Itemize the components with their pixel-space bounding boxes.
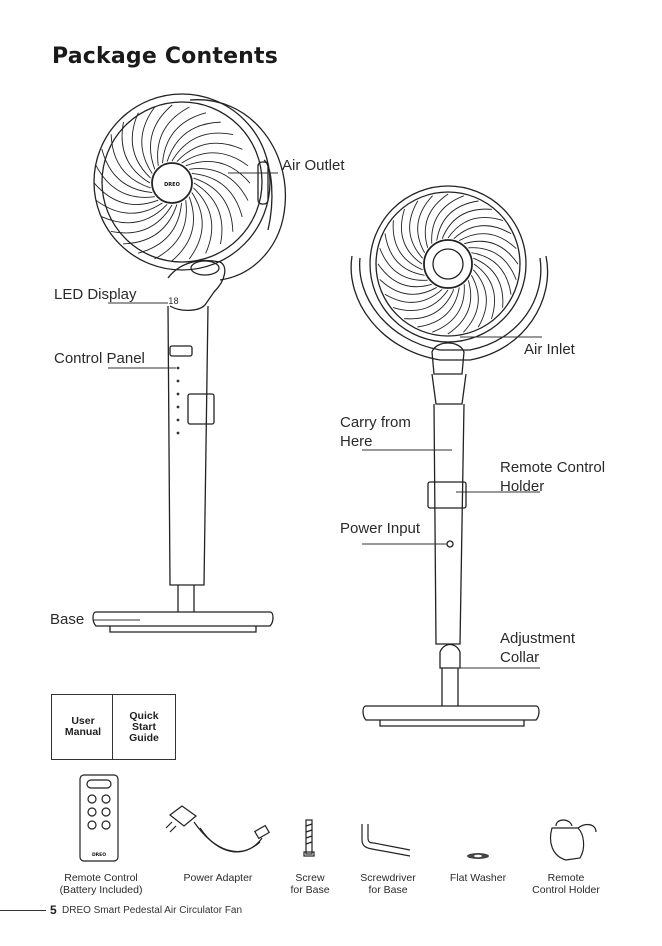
fan-blade-line	[473, 263, 495, 319]
led-display-label: LED Display	[54, 286, 137, 303]
page-title: Package Contents	[52, 44, 279, 69]
remote-logo: DREO	[92, 852, 106, 858]
fan-blade-line	[157, 106, 190, 166]
fan-blade-line	[447, 280, 472, 335]
fan-blade-line	[384, 289, 443, 303]
fan-blade-line	[417, 195, 433, 253]
fan-blade-line	[463, 275, 479, 333]
fan-blade-line	[171, 196, 194, 262]
remote-control-icon	[79, 774, 119, 862]
footer-rule	[0, 910, 46, 911]
front-hub-logo: DREO	[164, 182, 180, 188]
fan-blade-line	[95, 165, 155, 198]
air-outlet-label: Air Outlet	[282, 157, 345, 174]
control-panel-label: Control Panel	[54, 350, 145, 367]
accessory-label-screwdriver: Screwdriver for Base	[360, 872, 416, 896]
power-adapter-icon	[165, 805, 271, 853]
fan-blade-line	[384, 233, 425, 276]
fan-blade-line	[193, 182, 223, 245]
fan-blade-line	[101, 148, 153, 193]
fan-blade-line	[162, 112, 207, 164]
fan-blade-line	[441, 208, 492, 239]
fan-blade-line	[141, 106, 156, 174]
accessory-label-screw: Screw for Base	[290, 872, 330, 896]
fan-blade-line	[392, 220, 423, 271]
base-label: Base	[50, 611, 85, 628]
power-input-label: Power Input	[340, 520, 421, 537]
fan-blade-line	[131, 112, 151, 179]
fan-blade-line	[432, 284, 465, 333]
fan-blade-line	[473, 257, 504, 308]
fan-blade-line	[393, 289, 449, 311]
led-digits: 18	[168, 297, 179, 307]
fan-blade-line	[154, 200, 187, 260]
fan-blade-line	[110, 204, 173, 234]
accessory-label-remote: Remote Control (Battery Included)	[59, 872, 143, 896]
fan-blade-line	[123, 204, 178, 245]
flat-washer-icon	[467, 853, 489, 859]
fan-blade-line	[417, 287, 460, 328]
fan-blade-line	[471, 252, 512, 295]
accessory-label-adapter: Power Adapter	[183, 872, 253, 884]
fan-blade-line	[431, 195, 464, 244]
fan-blade-line	[459, 233, 517, 249]
fan-blade-line	[377, 263, 432, 288]
fan-blade-line	[409, 200, 423, 259]
adjustment-collar-label: Adjustment Collar	[500, 630, 576, 666]
accessory-label-washer: Flat Washer	[449, 872, 507, 884]
fan-blade-line	[95, 199, 163, 214]
fan-blade-line	[93, 182, 159, 205]
quick-start-guide-booklet: Quick Start Guide	[112, 694, 176, 760]
accessory-label-holder: Remote Control Holder	[532, 872, 600, 896]
remote-control-holder-label: Remote Control Holder	[500, 459, 606, 495]
fan-blade-line	[193, 177, 234, 232]
carry-from-here-label: Carry from Here	[340, 414, 411, 450]
screw-icon	[303, 819, 315, 857]
air-inlet-label: Air Inlet	[524, 341, 575, 358]
fan-blade-line	[379, 279, 437, 295]
fan-blade-line	[191, 173, 243, 218]
fan-blade-line	[137, 202, 182, 254]
footer-text: DREO Smart Pedestal Air Circulator Fan	[62, 905, 243, 916]
fan-blade-line	[166, 121, 221, 162]
fan-blade-line	[424, 193, 449, 248]
fan-blade-line	[188, 192, 203, 260]
fan-blade-line	[464, 240, 519, 265]
fan-blade-line	[436, 200, 479, 241]
fan-blade-line	[473, 269, 487, 328]
fan-blade-line	[189, 168, 249, 201]
fan-blade-line	[150, 104, 173, 170]
fan-blade-line	[185, 161, 251, 184]
fan-blade-line	[401, 209, 423, 265]
fan-blade-line	[101, 204, 168, 224]
remote-holder-icon	[549, 819, 597, 861]
fan-blade-line	[110, 134, 151, 189]
fan-blade-line	[404, 289, 455, 320]
page-number: 5	[50, 903, 57, 917]
fan-blade-line	[379, 248, 428, 281]
fan-blade-line	[181, 152, 249, 167]
fan-blade-line	[453, 225, 512, 239]
fan-blade-line	[193, 187, 213, 254]
fan-blade-line	[447, 217, 503, 239]
fan-blade-line	[176, 142, 243, 162]
fan-blade-line	[121, 121, 151, 184]
screwdriver-icon	[361, 824, 411, 857]
fan-blade-line	[468, 247, 517, 280]
fan-blade-line	[171, 132, 234, 162]
